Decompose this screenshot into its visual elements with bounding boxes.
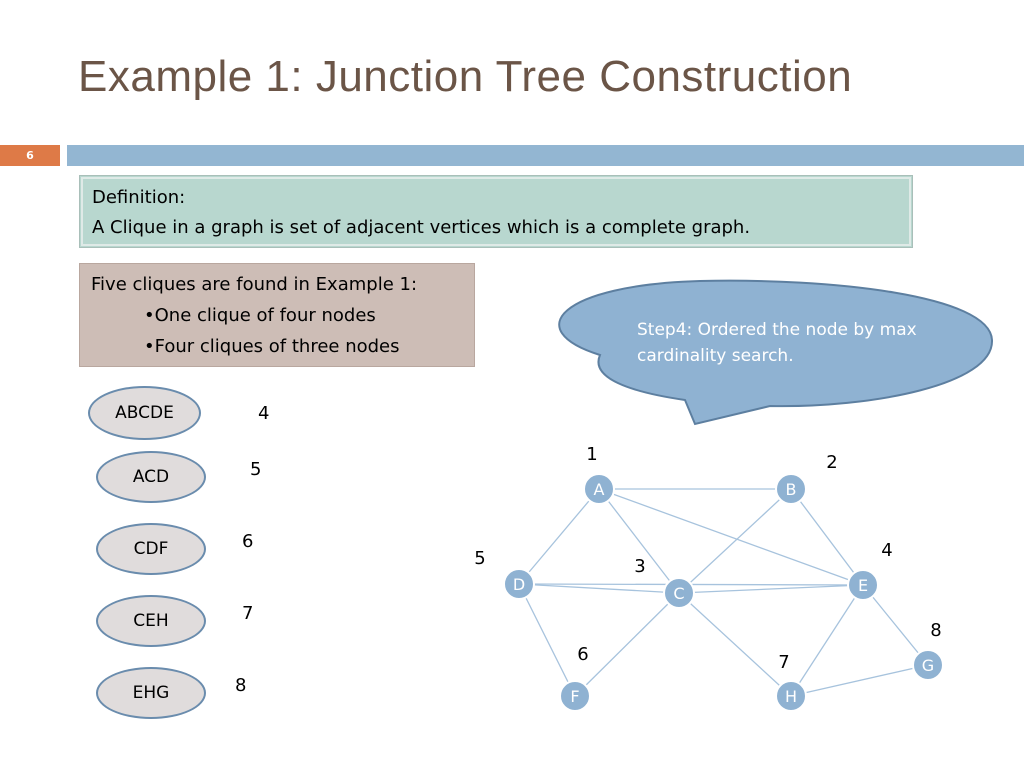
- definition-text: A Clique in a graph is set of adjacent v…: [92, 217, 751, 238]
- graph-node-label: F: [570, 687, 579, 706]
- cliques-intro: Five cliques are found in Example 1:: [91, 274, 418, 295]
- graph-node-label: B: [786, 480, 797, 499]
- graph-edge-E-H: [790, 584, 864, 697]
- clique-node: CEH: [96, 595, 206, 647]
- graph-node-order-label: 2: [826, 452, 837, 473]
- cliques-bullet-item: •Four cliques of three nodes: [144, 336, 400, 357]
- clique-order-label: 5: [250, 459, 262, 480]
- graph-node-H: H: [775, 680, 807, 712]
- clique-node: EHG: [96, 667, 206, 719]
- cliques-bullet-item: •One clique of four nodes: [144, 305, 376, 326]
- graph-node-label: D: [513, 575, 525, 594]
- clique-node: CDF: [96, 523, 206, 575]
- clique-order-label: 7: [242, 603, 254, 624]
- graph-edge-A-D: [518, 488, 600, 585]
- speech-callout: [558, 279, 994, 426]
- graph-edge-D-F: [518, 583, 576, 697]
- graph-edge-B-C: [678, 488, 792, 594]
- clique-node: ACD: [96, 451, 206, 503]
- graph-edge-A-C: [598, 488, 680, 594]
- graph-node-order-label: 8: [930, 620, 941, 641]
- graph-node-label: C: [673, 584, 684, 603]
- graph-node-label: H: [785, 687, 797, 706]
- graph-node-order-label: 3: [634, 556, 645, 577]
- callout-text: Step4: Ordered the node by max cardinali…: [637, 320, 917, 366]
- graph-node-order-label: 1: [586, 444, 597, 465]
- clique-node: ABCDE: [88, 386, 201, 440]
- graph-node-order-label: 5: [474, 548, 485, 569]
- graph-node-label: A: [594, 480, 605, 499]
- graph-node-A: A: [583, 473, 615, 505]
- graph-node-label: G: [922, 656, 934, 675]
- graph-node-order-label: 7: [778, 652, 789, 673]
- clique-order-label: 4: [258, 403, 270, 424]
- slide-title: Example 1: Junction Tree Construction: [78, 52, 853, 101]
- cliques-summary-box: Five cliques are found in Example 1: •On…: [79, 263, 475, 367]
- definition-heading: Definition:: [92, 187, 186, 208]
- graph-node-label: E: [858, 576, 868, 595]
- graph-node-D: D: [503, 568, 535, 600]
- graph-node-B: B: [775, 473, 807, 505]
- graph-node-F: F: [559, 680, 591, 712]
- graph-edge-E-G: [862, 584, 929, 666]
- graph-edge-C-F: [574, 592, 680, 697]
- clique-order-label: 8: [235, 675, 247, 696]
- graph-node-C: C: [663, 577, 695, 609]
- graph-node-order-label: 4: [881, 540, 892, 561]
- slide-number: 6: [26, 149, 34, 162]
- graph-node-G: G: [912, 649, 944, 681]
- header-bar: [67, 145, 1024, 166]
- graph-edge-C-H: [678, 592, 792, 697]
- graph-node-E: E: [847, 569, 879, 601]
- clique-order-label: 6: [242, 531, 254, 552]
- header-accent-bar: [0, 145, 60, 166]
- graph-edge-D-C: [518, 583, 680, 594]
- definition-box: Definition: A Clique in a graph is set o…: [79, 175, 913, 248]
- graph-edge-B-E: [790, 488, 864, 586]
- graph-edge-A-E: [598, 488, 864, 586]
- graph-edge-H-G: [790, 664, 929, 697]
- graph-node-order-label: 6: [577, 644, 588, 665]
- graph-edge-C-E: [678, 584, 864, 594]
